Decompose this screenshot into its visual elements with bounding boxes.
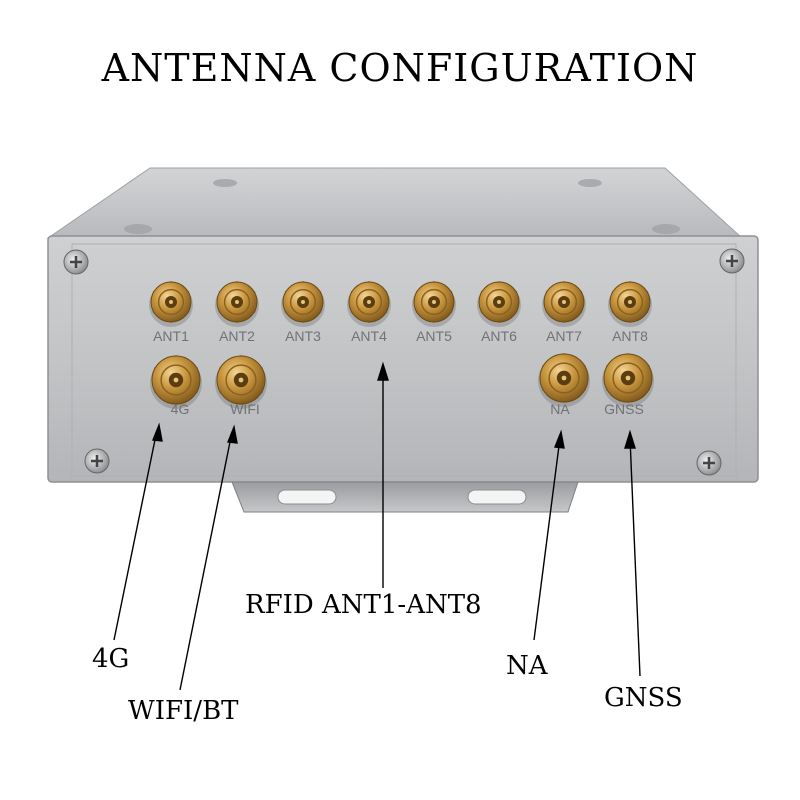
sma-connector-ant8 [608,281,652,327]
page-title: ANTENNA CONFIGURATION [101,46,699,90]
enclosure-top [46,167,744,239]
sma-connector-ant5 [412,281,456,327]
front-panel-inset [71,243,737,477]
callout-wifi-bt: WIFI/BT [128,696,239,726]
port-label: ANT3 [285,328,321,344]
port-label: ANT7 [546,328,582,344]
bracket-slot [277,489,337,505]
sma-connector-na [538,353,590,407]
screw-icon [696,450,722,476]
port-label: 4G [171,401,190,417]
port-label: ANT6 [481,328,517,344]
sma-connector-wifi [215,355,267,409]
port-label: ANT2 [219,328,255,344]
bracket-slot [467,489,527,505]
callout-na: NA [506,651,548,681]
port-label: ANT4 [351,328,387,344]
port-label: WIFI [230,401,260,417]
top-screw [578,179,602,187]
callout-4g: 4G [92,644,130,674]
rfid-connector-row: ANT1 ANT2 ANT3 ANT4 ANT5 ANT6 ANT7 ANT8 [149,281,652,344]
arrow-rfid [377,361,389,588]
screw-icon [84,448,110,474]
aux-connector-row: 4G WIFI NA GNSS [150,353,654,417]
sma-connector-ant3 [281,281,325,327]
sma-connector-ant6 [477,281,521,327]
port-label: ANT8 [612,328,648,344]
port-label: ANT5 [416,328,452,344]
sma-connector-gnss [602,353,654,407]
screw-icon [719,248,745,274]
sma-connector-ant1 [149,281,193,327]
sma-connector-ant4 [347,281,391,327]
top-screw [652,224,680,234]
arrow-wifi [179,424,238,691]
top-screw [213,179,237,187]
arrow-4g [113,422,163,641]
sma-connector-ant2 [215,281,259,327]
arrow-gnss [624,429,641,677]
port-label: NA [550,401,570,417]
port-label: GNSS [604,401,644,417]
port-label: ANT1 [153,328,189,344]
sma-connector-ant7 [542,281,586,327]
screw-icon [63,249,89,275]
callout-rfid: RFID ANT1-ANT8 [245,590,482,620]
callout-gnss: GNSS [604,683,683,713]
arrow-na [533,429,565,641]
sma-connector-4g [150,355,202,409]
top-screw [124,224,152,234]
